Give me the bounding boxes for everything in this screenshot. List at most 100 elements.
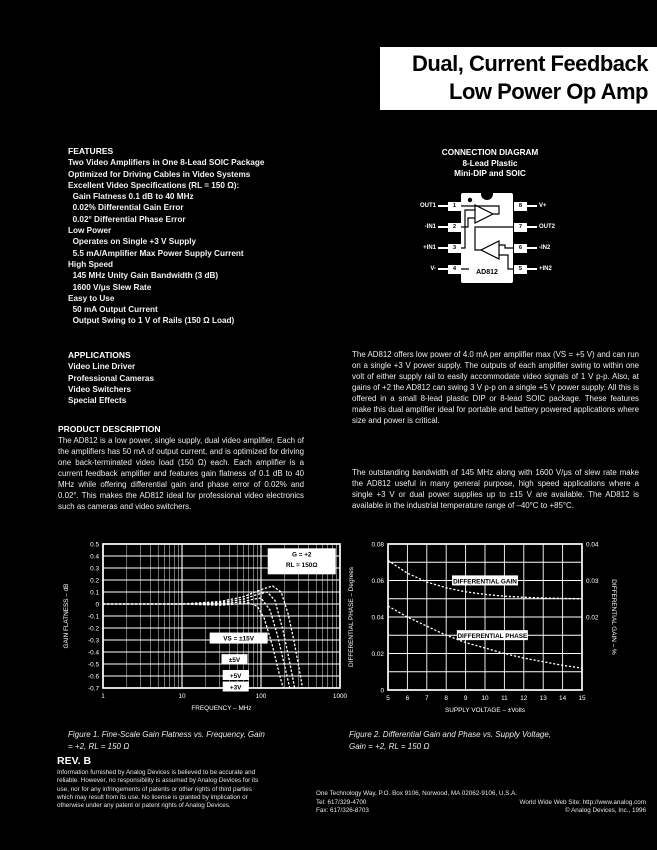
application-item: Professional Cameras — [68, 373, 155, 383]
svg-text:15: 15 — [578, 695, 586, 702]
feature-line: High Speed — [68, 259, 114, 269]
svg-text:0: 0 — [380, 687, 384, 694]
feature-line: Output Swing to 1 V of Rails (150 Ω Load… — [68, 316, 235, 326]
svg-text:VS = ±15V: VS = ±15V — [223, 636, 254, 643]
feature-line: Two Video Amplifiers in One 8-Lead SOIC … — [68, 158, 265, 168]
svg-text:0.04: 0.04 — [372, 614, 385, 621]
svg-text:100: 100 — [256, 693, 267, 700]
applications-heading: APPLICATIONS — [68, 350, 131, 360]
figure2-caption: Figure 2. Differential Gain and Phase vs… — [349, 729, 551, 752]
disclaimer-block: Information furnished by Analog Devices … — [57, 769, 339, 810]
pin-label-+IN1: +IN1 — [423, 244, 436, 251]
svg-text:0.02: 0.02 — [586, 614, 599, 621]
opamp-schematic-icon — [461, 193, 513, 270]
feature-line: Gain Flatness 0.1 dB to 40 MHz — [68, 192, 194, 202]
pin-lead — [438, 268, 448, 270]
pin-lead — [438, 226, 448, 228]
svg-text:-0.3: -0.3 — [88, 637, 99, 644]
pin-label-V-: V- — [430, 265, 436, 272]
disclaimer-line: reliable. However, no responsibility is … — [57, 777, 259, 785]
pin-label-OUT2: OUT2 — [539, 223, 556, 230]
svg-text:0.02: 0.02 — [372, 651, 385, 658]
feature-line: Optimized for Driving Cables in Video Sy… — [68, 169, 251, 179]
figure1-gain-flatness-chart: 0.50.40.30.20.10-0.1-0.2-0.3-0.4-0.5-0.6… — [63, 541, 348, 712]
svg-text:10: 10 — [178, 693, 186, 700]
svg-text:6: 6 — [406, 695, 410, 702]
svg-text:0.1: 0.1 — [90, 589, 99, 596]
svg-text:DIFFERENTIAL PHASE: DIFFERENTIAL PHASE — [457, 633, 528, 640]
pin-number-1: 1 — [448, 201, 461, 211]
svg-text:14: 14 — [559, 695, 567, 702]
product-description-heading: PRODUCT DESCRIPTION — [58, 424, 161, 434]
phone-number: Tel: 617/329-4700 — [316, 798, 367, 806]
pin-lead — [438, 205, 448, 207]
pin-label-+IN2: +IN2 — [539, 265, 552, 272]
pin-number-8: 8 — [514, 201, 527, 211]
pin-label--IN2: -IN2 — [539, 244, 551, 251]
svg-text:-0.4: -0.4 — [88, 649, 99, 656]
feature-line: 0.02° Differential Phase Error — [68, 214, 186, 224]
feature-line: 1600 V/μs Slew Rate — [68, 282, 152, 292]
doc-title-line2: Low Power Op Amp — [449, 79, 648, 104]
pin-lead — [527, 205, 537, 207]
svg-text:-0.5: -0.5 — [88, 661, 99, 668]
feature-line: 145 MHz Unity Gain Bandwidth (3 dB) — [68, 271, 219, 281]
feature-line: 0.02% Differential Gain Error — [68, 203, 184, 213]
svg-text:12: 12 — [520, 695, 528, 702]
svg-text:G = +2: G = +2 — [292, 551, 312, 558]
svg-text:±5V: ±5V — [229, 657, 241, 664]
svg-text:0.06: 0.06 — [372, 578, 385, 585]
connection-diagram-heading: CONNECTION DIAGRAM 8-Lead Plastic Mini-D… — [380, 148, 600, 180]
feature-line: Low Power — [68, 226, 112, 236]
svg-text:0: 0 — [95, 601, 99, 608]
pin-number-2: 2 — [448, 222, 461, 232]
product-description-body: The AD812 is a low power, single supply,… — [58, 436, 304, 512]
figure1-caption: Figure 1. Fine-Scale Gain Flatness vs. F… — [68, 729, 265, 752]
svg-text:0.5: 0.5 — [90, 541, 99, 548]
pin-label-OUT1: OUT1 — [419, 202, 436, 209]
website-url: World Wide Web Site: http://www.analog.c… — [519, 798, 646, 806]
pin-number-4: 4 — [448, 264, 461, 274]
svg-text:0.2: 0.2 — [90, 577, 99, 584]
svg-text:-0.6: -0.6 — [88, 673, 99, 680]
doc-title-line1: Dual, Current Feedback — [412, 51, 648, 76]
connection-diagram-title: CONNECTION DIAGRAM — [441, 148, 539, 157]
pin-number-5: 5 — [514, 264, 527, 274]
svg-text:11: 11 — [501, 695, 508, 702]
svg-text:8: 8 — [444, 695, 448, 702]
svg-text:DIFFERENTIAL PHASE – Degrees: DIFFERENTIAL PHASE – Degrees — [348, 567, 355, 667]
package-line2: Mini-DIP and SOIC — [454, 169, 526, 179]
svg-text:0.3: 0.3 — [90, 565, 99, 572]
application-item: Special Effects — [68, 396, 127, 406]
product-description-section: PRODUCT DESCRIPTION The AD812 is a low p… — [58, 424, 304, 512]
figure1-caption-line1: Figure 1. Fine-Scale Gain Flatness vs. F… — [68, 730, 265, 739]
svg-text:10: 10 — [481, 695, 489, 702]
svg-text:SUPPLY VOLTAGE – ±Volts: SUPPLY VOLTAGE – ±Volts — [445, 707, 525, 714]
svg-text:+3V: +3V — [230, 685, 242, 692]
features-section: FEATURES Two Video Amplifiers in One 8-L… — [68, 146, 348, 327]
pin-lead — [527, 247, 537, 249]
svg-text:7: 7 — [425, 695, 429, 702]
feature-line: 5.5 mA/Amplifier Max Power Supply Curren… — [68, 248, 244, 258]
feature-line: Easy to Use — [68, 293, 115, 303]
svg-text:-0.2: -0.2 — [88, 625, 99, 632]
feature-line: 50 mA Output Current — [68, 305, 158, 315]
revision-label: REV. B — [57, 755, 92, 767]
svg-text:0.04: 0.04 — [586, 541, 599, 548]
svg-text:13: 13 — [540, 695, 548, 702]
title-banner: Dual, Current Feedback Low Power Op Amp — [380, 47, 657, 110]
description-paragraph-2: The outstanding bandwidth of 145 MHz alo… — [352, 468, 639, 510]
figure2-caption-line1: Figure 2. Differential Gain and Phase vs… — [349, 730, 552, 739]
pin-lead — [527, 268, 537, 270]
figure1-caption-line2: = +2, RL = 150 Ω — [68, 741, 130, 751]
svg-text:RL = 150Ω: RL = 150Ω — [286, 562, 317, 569]
svg-text:1: 1 — [101, 693, 105, 700]
disclaimer-line: use, nor for any infringements of patent… — [57, 785, 252, 793]
pin-lead — [527, 226, 537, 228]
svg-text:GAIN FLATNESS – dB: GAIN FLATNESS – dB — [63, 584, 70, 649]
pin-number-3: 3 — [448, 243, 461, 253]
svg-text:0.08: 0.08 — [372, 541, 385, 548]
